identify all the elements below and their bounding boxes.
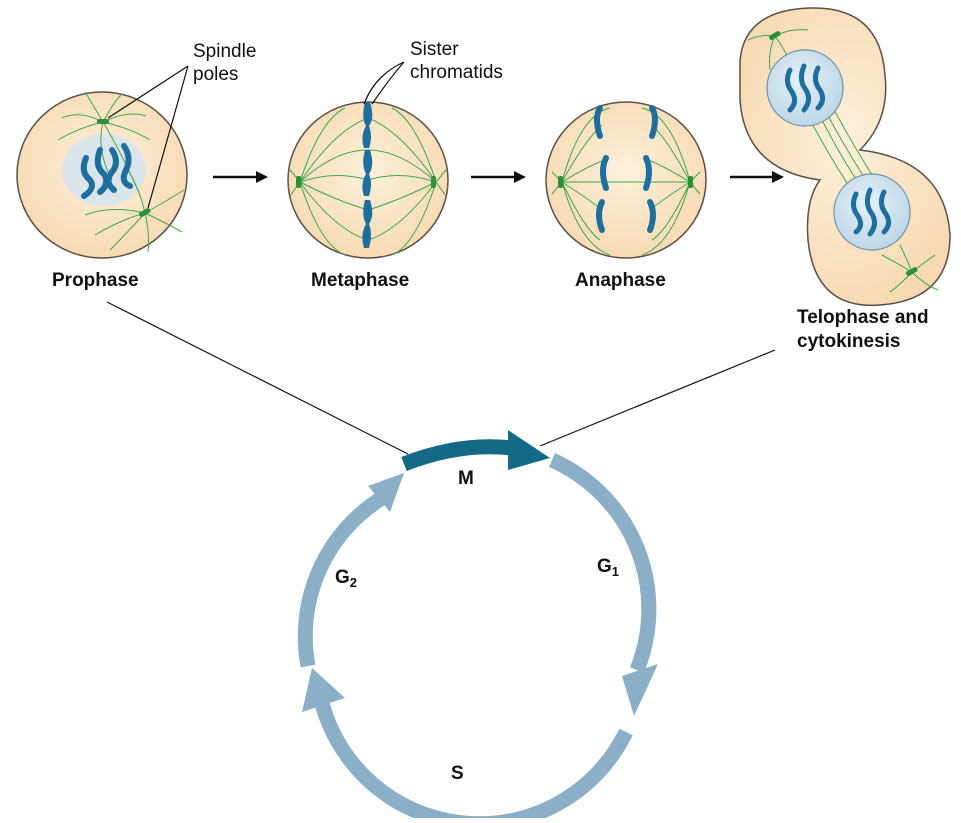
prophase-cell [16, 91, 188, 259]
anaphase-spindle-poles [558, 176, 693, 188]
m-arrowhead [508, 430, 550, 470]
metaphase-chromosomes [362, 102, 373, 248]
g1-arrowhead [622, 664, 658, 716]
s-arrowhead [302, 668, 345, 712]
prophase-spindle-poles [97, 119, 151, 217]
sister-pointer-1 [371, 61, 405, 105]
g1-arc [548, 453, 657, 673]
telophase-spindle-poles [769, 31, 918, 276]
spindle-pointer-2 [147, 65, 189, 209]
stage-arrows [213, 171, 784, 183]
cell-cycle-ring [297, 430, 658, 823]
anaphase-cell [545, 101, 707, 259]
anaphase-chromosomes [594, 105, 658, 233]
spindle-pointer-1 [107, 65, 189, 119]
sister-line2: chromatids [410, 62, 503, 83]
m-arc [401, 439, 513, 471]
spindle-line2: poles [193, 64, 239, 85]
anaphase-spindle-fibers [551, 107, 701, 256]
g1-letter: G [597, 556, 612, 577]
annotation-pointers [106, 61, 776, 455]
g1-phase-label: G1 [597, 556, 619, 579]
telophase-line1: Telophase and [797, 307, 929, 328]
metaphase-spindle-fibers [289, 107, 447, 256]
prophase-label: Prophase [52, 270, 139, 291]
metaphase-spindle-poles [296, 176, 436, 188]
prophase-to-m-line [106, 301, 409, 455]
g2-letter: G [335, 567, 350, 588]
sister-pointer-2 [363, 61, 405, 105]
g2-arc [297, 491, 387, 668]
metaphase-label: Metaphase [311, 270, 410, 291]
g2-arrowhead [368, 473, 404, 512]
prophase-chromosomes [80, 143, 133, 199]
telophase-label: Telophase and cytokinesis [797, 306, 929, 354]
telophase-chromosomes [784, 63, 892, 237]
g2-phase-label: G2 [335, 567, 357, 590]
sister-chromatids-label: Sister chromatids [410, 38, 503, 84]
anaphase-label: Anaphase [575, 270, 666, 291]
telophase-to-m-line [539, 349, 776, 447]
telophase-cell [739, 7, 951, 307]
spindle-poles-label: Spindle poles [193, 40, 256, 86]
g2-subscript: 2 [349, 575, 358, 590]
s-arc [312, 693, 633, 823]
spindle-line1: Spindle [193, 41, 257, 62]
s-phase-label: S [451, 763, 464, 784]
metaphase-cell [287, 101, 449, 259]
sister-line1: Sister [410, 39, 459, 60]
m-phase-label: M [458, 468, 474, 489]
g1-subscript: 1 [611, 564, 620, 579]
telophase-line2: cytokinesis [797, 331, 901, 352]
